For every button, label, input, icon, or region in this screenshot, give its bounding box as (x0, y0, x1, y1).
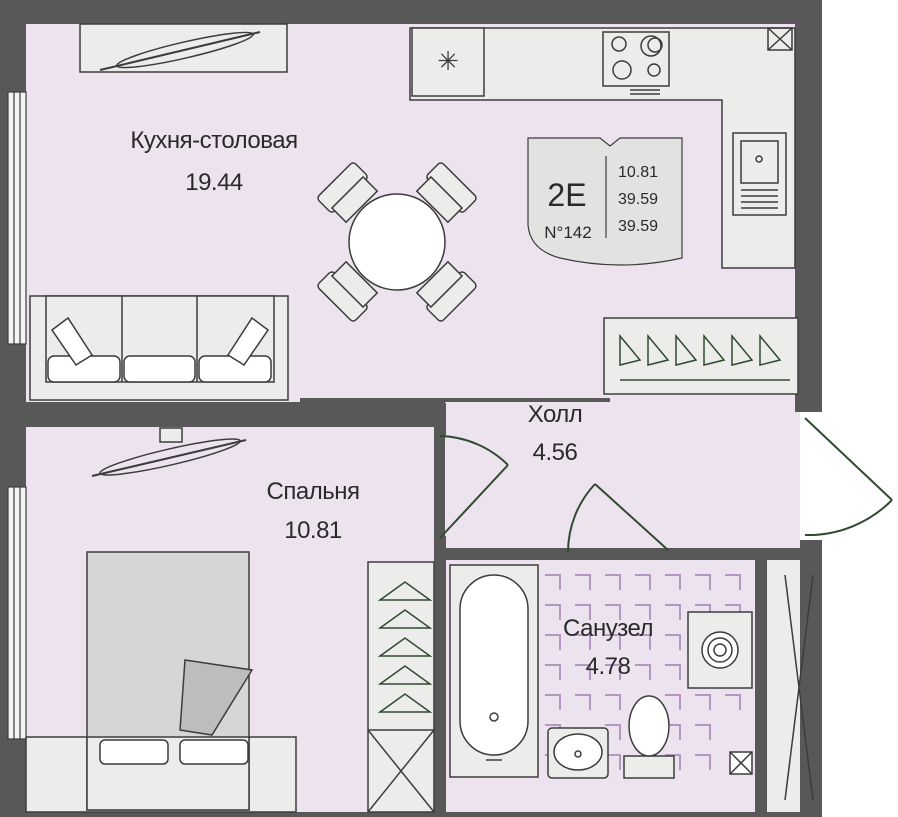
badge-area-3: 39.59 (618, 218, 658, 235)
vent-icon (767, 27, 793, 51)
kitchen-name: Кухня-столовая (130, 127, 297, 154)
fridge-icon (411, 27, 485, 97)
washing-machine (687, 611, 753, 689)
bed (25, 551, 297, 813)
bathroom-tiles (545, 574, 741, 770)
badge-number: N°142 (544, 223, 591, 242)
sofa (29, 295, 289, 401)
hall-floor (445, 402, 800, 550)
bathroom-name: Санузел (563, 615, 653, 642)
entrance-opening (800, 412, 822, 540)
bathroom-area: 4.78 (586, 653, 631, 680)
bedroom-wardrobe (367, 561, 435, 813)
bedroom-door (439, 435, 509, 539)
bathroom-door (567, 483, 669, 553)
dining-table (317, 162, 477, 322)
entrance-door (804, 417, 893, 537)
wall-right-lower (800, 540, 822, 817)
stove-icon (602, 31, 670, 95)
interior-walls (14, 24, 822, 817)
wall-kitchen-bedroom-step (14, 403, 180, 427)
closet-cross (784, 574, 814, 801)
wall-bath-closet (755, 560, 767, 817)
bedroom-name: Спальня (267, 478, 360, 505)
bathroom-vent-icon (729, 751, 753, 775)
kitchen-counter: ✳ (409, 27, 796, 269)
kitchen-shelf (79, 23, 288, 73)
kitchen-window (7, 91, 27, 345)
bedroom-area: 10.81 (284, 517, 342, 544)
svg-text:✳: ✳ (437, 47, 459, 77)
wall-hall-bath (434, 548, 814, 560)
hall-wardrobe (603, 317, 799, 395)
kitchen-sink-icon (732, 132, 787, 216)
bedroom-shelf (91, 427, 247, 477)
windows (7, 91, 27, 740)
badge-area-2: 39.59 (618, 191, 658, 208)
badge-area-1: 10.81 (618, 164, 658, 181)
room-labels: Кухня-столовая 19.44 Холл 4.56 Спальня 1… (130, 127, 653, 680)
toilet (623, 695, 675, 779)
wall-bedroom-hall (434, 403, 446, 435)
wall-bedroom-hall-lower (434, 536, 446, 817)
bedroom-window (7, 486, 27, 740)
apartment-badge: 2Е N°142 10.81 39.59 39.59 (527, 137, 683, 266)
wall-right-upper (795, 24, 822, 412)
hall-area: 4.56 (533, 439, 578, 466)
hall-name: Холл (528, 401, 583, 428)
bathtub (449, 564, 539, 778)
badge-type: 2Е (547, 177, 586, 213)
washbasin (547, 727, 609, 779)
kitchen-area: 19.44 (185, 169, 243, 196)
badge-shape (527, 137, 683, 266)
